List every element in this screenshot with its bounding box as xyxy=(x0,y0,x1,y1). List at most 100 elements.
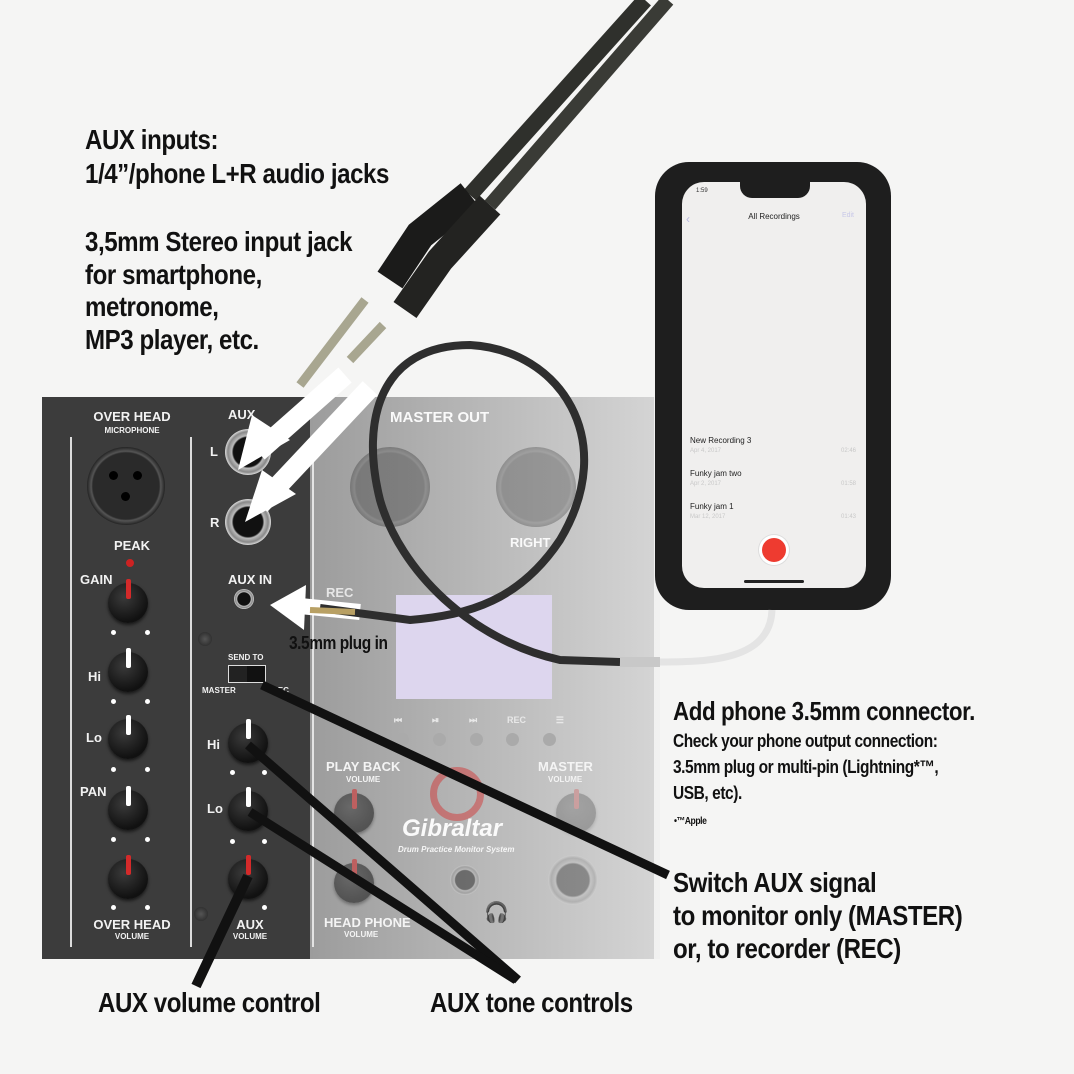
caption-plug-in: 3.5mm plug in xyxy=(289,633,388,653)
pointer-line-tone-hi xyxy=(245,741,521,984)
recording-name: Funky jam 1 xyxy=(690,502,734,511)
aux-l-label: L xyxy=(210,444,218,459)
caption-switch-line3: or, to recorder (REC) xyxy=(673,933,901,964)
recording-name: New Recording 3 xyxy=(690,436,752,445)
gain-knob[interactable] xyxy=(108,579,148,623)
master-out-right-xlr[interactable] xyxy=(496,447,576,527)
play-pause-button[interactable] xyxy=(432,733,446,746)
recording-duration: 01:43 xyxy=(840,514,856,520)
playback-label: PLAY BACK xyxy=(326,759,401,774)
aux-in-label: AUX IN xyxy=(228,572,273,587)
recording-date: Mar 12, 2017 xyxy=(690,514,726,520)
caption-aux-inputs-sub: 1/4”/phone L+R audio jacks xyxy=(85,158,389,189)
quarter-inch-cable xyxy=(464,0,651,201)
lo-knob[interactable] xyxy=(108,715,148,759)
master-out-left-xlr[interactable] xyxy=(350,447,430,527)
menu-button[interactable] xyxy=(543,733,556,746)
peak-label: PEAK xyxy=(113,538,151,553)
rec-button-label: REC xyxy=(507,715,527,725)
xlr-input[interactable] xyxy=(87,447,165,525)
headphone-mini-jack[interactable] xyxy=(450,865,480,895)
caption-switch-line1: Switch AUX signal xyxy=(673,867,877,898)
caption-switch-line2: to monitor only (MASTER) xyxy=(673,900,963,931)
caption-aux-tone: AUX tone controls xyxy=(430,987,633,1018)
quarter-inch-plug-body xyxy=(377,183,480,289)
recording-date: Apr 4, 2017 xyxy=(690,448,722,454)
aux-volume-label: AUX xyxy=(236,917,264,932)
caption-stereo-line1: 3,5mm Stereo input jack xyxy=(85,226,353,257)
recording-name: Funky jam two xyxy=(690,469,742,478)
switch-master-label: MASTER xyxy=(202,686,236,695)
caption-stereo-line2: for smartphone, xyxy=(85,259,262,290)
back-icon[interactable]: ‹ xyxy=(686,212,690,226)
next-button[interactable] xyxy=(469,733,483,746)
volume-label: VOLUME xyxy=(548,775,583,784)
overhead-label: OVER HEAD xyxy=(93,409,171,424)
panel-divider xyxy=(190,437,192,947)
hi-knob[interactable] xyxy=(108,648,148,692)
microphone-label: MICROPHONE xyxy=(104,426,160,435)
overhead-volume-knob[interactable] xyxy=(108,855,148,899)
pan-knob[interactable] xyxy=(108,786,148,830)
peak-led xyxy=(126,559,134,567)
transport-buttons xyxy=(396,733,556,746)
arrow-head xyxy=(270,585,306,630)
screen-title: All Recordings xyxy=(748,212,800,221)
send-to-label: SEND TO xyxy=(228,653,264,662)
aux-in-jack[interactable] xyxy=(234,589,254,609)
pointer-line-switch xyxy=(260,680,670,880)
mixer-master-section: MASTER OUT RIGHT REC ⏮ ⏯ ⏭ REC ☰ PLAY BA… xyxy=(310,397,660,959)
volume-label: VOLUME xyxy=(344,930,379,939)
volume-label: VOLUME xyxy=(114,932,150,941)
caption-stereo-line4: MP3 player, etc. xyxy=(85,324,259,355)
lo-label: Lo xyxy=(86,730,102,745)
arrow-head xyxy=(245,470,296,522)
overhead-volume-label: OVER HEAD xyxy=(93,917,171,932)
brand-subtitle: Drum Practice Monitor System xyxy=(398,845,515,854)
transport-labels: ⏮ ⏯ ⏭ REC ☰ xyxy=(394,715,564,726)
right-label: RIGHT xyxy=(510,535,551,550)
caption-trademark: •™Apple xyxy=(674,816,707,827)
lightning-cable xyxy=(659,609,776,666)
aux-cable xyxy=(319,340,621,666)
send-to-switch[interactable] xyxy=(228,665,266,683)
headphone-icon: 🎧 xyxy=(484,902,509,924)
quarter-inch-cable xyxy=(484,0,674,210)
aux-r-label: R xyxy=(210,515,220,530)
phone-notch xyxy=(740,182,810,198)
panel-divider xyxy=(70,437,72,947)
pan-label: PAN xyxy=(80,784,107,799)
master-out-label: MASTER OUT xyxy=(390,409,490,426)
caption-add-phone-line1: Check your phone output connection: xyxy=(673,731,938,751)
quarter-inch-plug-body xyxy=(393,195,501,319)
quarter-inch-plug-tip xyxy=(296,297,369,388)
recording-duration: 02:46 xyxy=(840,448,856,454)
headphone-label: HEAD PHONE xyxy=(324,915,411,930)
play-pause-icon: ⏯ xyxy=(431,715,440,725)
mini-plug-tip xyxy=(309,607,356,615)
rec-button[interactable] xyxy=(506,733,520,746)
recording-date: Apr 2, 2017 xyxy=(690,481,722,487)
aux-hi-label: Hi xyxy=(207,737,220,752)
brand-logo: Gibraltar xyxy=(402,815,503,842)
menu-icon: ☰ xyxy=(555,715,564,725)
caption-stereo-line3: metronome, xyxy=(85,291,219,322)
next-icon: ⏭ xyxy=(469,715,478,725)
caption-aux-inputs-title: AUX inputs: xyxy=(85,124,219,155)
caption-aux-volume: AUX volume control xyxy=(98,987,321,1018)
arrow-head xyxy=(238,415,290,470)
volume-label: VOLUME xyxy=(232,932,268,941)
pointer-line-tone-lo xyxy=(247,808,519,984)
headphone-jack[interactable] xyxy=(548,855,598,905)
recording-duration: 01:58 xyxy=(840,481,856,487)
edit-button[interactable]: Edit xyxy=(841,212,854,219)
pointer-line-volume xyxy=(191,873,253,989)
volume-label: VOLUME xyxy=(346,775,381,784)
aux-lo-label: Lo xyxy=(207,801,223,816)
rec-label: REC xyxy=(326,585,354,600)
caption-add-phone-line2: 3.5mm plug or multi-pin (Lightning*™, xyxy=(673,757,939,777)
record-button[interactable] xyxy=(762,538,786,562)
prev-button[interactable] xyxy=(396,733,409,746)
quarter-inch-plug-tip xyxy=(346,321,387,364)
